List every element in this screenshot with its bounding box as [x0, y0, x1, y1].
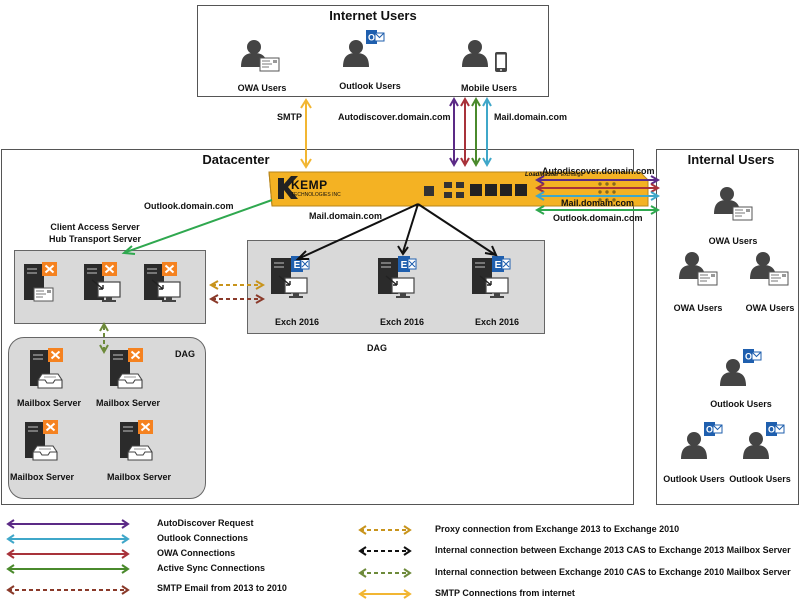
cas-server-icon — [24, 261, 58, 302]
kemp-sub-label: TECHNOLOGIES INC — [291, 192, 341, 198]
internet-owa-users-label: OWA Users — [237, 83, 287, 93]
owa-internet-arrow — [460, 96, 470, 168]
proxy-2013-2010-arrow — [208, 280, 266, 290]
legend-left-sample-1 — [6, 534, 130, 544]
legend-proxy-label: Proxy connection from Exchange 2013 to E… — [435, 524, 680, 534]
internal-owa-users-label: OWA Users — [745, 303, 795, 313]
legend-left-sample-0 — [6, 519, 130, 529]
internal-owa-user-icon — [750, 252, 789, 286]
legend-autodiscover-label: AutoDiscover Request — [157, 518, 254, 528]
mail-right-label: Mail.domain.com — [561, 198, 635, 208]
internal-outlook-users-label: Outlook Users — [729, 474, 791, 484]
mail-center-label: Mail.domain.com — [309, 211, 383, 221]
legend-owa-label: OWA Connections — [157, 548, 236, 558]
internal-users-title: Internal Users — [687, 152, 775, 167]
dag-2010-label: DAG — [175, 349, 195, 359]
legend-smtp-internet-label: SMTP Connections from internet — [435, 588, 575, 598]
legend-internal-2010-label: Internal connection between Exchange 201… — [435, 567, 791, 577]
internal-outlook-user-icon — [743, 421, 785, 459]
internet-users-title: Internet Users — [329, 8, 417, 23]
mailbox-server-icon — [120, 419, 154, 461]
mailbox-server-label: Mailbox Server — [16, 398, 82, 408]
exch-2016-label: Exch 2016 — [474, 317, 520, 327]
legend-left-sample-4 — [6, 585, 130, 595]
exch-2016-server-icon — [378, 255, 417, 299]
exch-2016-label: Exch 2016 — [274, 317, 320, 327]
legend-outlook-label: Outlook Connections — [157, 533, 248, 543]
exch-2016-server-icon — [472, 255, 511, 299]
internal-outlook-users-label: Outlook Users — [710, 399, 772, 409]
owa-internal-arrow — [534, 183, 661, 193]
cas-server-icon — [144, 261, 181, 303]
legend-right-sample-2 — [358, 568, 412, 578]
kemp-model-label: LoadMaster — [525, 172, 559, 178]
kemp-to-cas-arrow — [121, 199, 273, 255]
cas-to-mailbox-2010-arrow — [99, 321, 109, 355]
outlook-internet-arrow — [482, 96, 492, 168]
exch-dag-label: DAG — [367, 343, 387, 353]
mailbox-server-label: Mailbox Server — [95, 398, 161, 408]
kemp-brand-label: KEMP — [291, 178, 328, 192]
outlook-internal-arrow — [534, 191, 661, 201]
internet-mobile-user-icon — [462, 40, 507, 72]
activesync-internet-arrow — [471, 96, 481, 168]
smtp-label: SMTP — [277, 112, 303, 122]
autodiscover-internet-arrow — [449, 96, 459, 168]
exch-2016-label: Exch 2016 — [379, 317, 425, 327]
legend-activesync-label: Active Sync Connections — [157, 563, 266, 573]
mailbox-server-icon — [110, 347, 144, 389]
datacenter-title: Datacenter — [202, 152, 270, 167]
internet-mobile-users-label: Mobile Users — [460, 83, 518, 93]
cas-server-icon — [84, 261, 121, 303]
legend-left-sample-2 — [6, 549, 130, 559]
exch-2016-server-icon — [271, 255, 310, 299]
internal-outlook-user-icon — [720, 348, 762, 386]
autodiscover-top-label: Autodiscover.domain.com — [338, 112, 451, 122]
outlook-right-label: Outlook.domain.com — [553, 213, 643, 223]
mailbox-server-label: Mailbox Server — [9, 472, 75, 482]
mail-top-label: Mail.domain.com — [494, 112, 568, 122]
mailbox-server-icon — [30, 347, 64, 389]
internal-owa-users-label: OWA Users — [673, 303, 723, 313]
mailbox-server-label: Mailbox Server — [106, 472, 172, 482]
autodiscover-right-label: Autodiscover.domain.com — [542, 166, 655, 176]
smtp-internet-arrow — [300, 98, 312, 169]
internet-owa-user-icon — [241, 40, 280, 72]
internet-outlook-users-label: Outlook Users — [339, 81, 401, 91]
legend-lines — [6, 519, 412, 599]
internet-outlook-user-icon — [343, 29, 385, 67]
outlook-left-label: Outlook.domain.com — [144, 201, 234, 211]
internal-outlook-users-label: Outlook Users — [663, 474, 725, 484]
mailbox-server-icon — [25, 419, 59, 461]
internal-owa-users-label: OWA Users — [708, 236, 758, 246]
outlook-internal-green-arrow — [534, 205, 661, 215]
internal-owa-user-icon — [679, 252, 718, 286]
kemp-to-exch2016-arrows — [295, 203, 498, 260]
internal-outlook-user-icon — [681, 421, 723, 459]
hub-transport-label: Hub Transport Server — [48, 234, 142, 244]
autodiscover-internal-arrow — [534, 175, 661, 185]
legend-internal-2013-label: Internal connection between Exchange 201… — [435, 545, 791, 555]
legend-right-sample-0 — [358, 525, 412, 535]
internal-owa-user-icon — [714, 187, 753, 221]
smtp-2013-2010-arrow — [208, 294, 266, 304]
cas-server-label: Client Access Server — [50, 222, 140, 232]
legend-right-sample-1 — [358, 546, 412, 556]
legend-smtp-2013-2010-label: SMTP Email from 2013 to 2010 — [157, 583, 287, 593]
kemp-tag-label: Exchange — [561, 172, 584, 178]
legend-left-sample-3 — [6, 564, 130, 574]
legend-right-sample-3 — [358, 589, 412, 599]
